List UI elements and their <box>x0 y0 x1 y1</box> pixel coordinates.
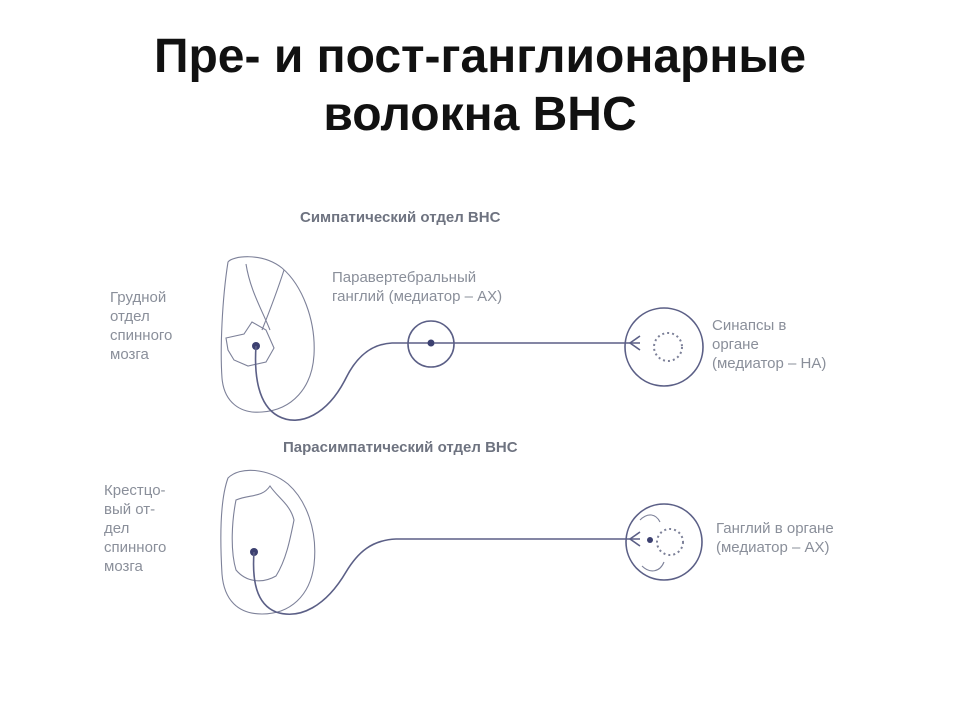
sympathetic-synapse-varicosities <box>653 332 683 362</box>
sympathetic-header: Симпатический отдел ВНС <box>300 209 501 226</box>
paravertebral-ganglion-neuron <box>427 339 435 347</box>
parasympathetic-effector-organ <box>625 503 703 581</box>
title-line-2: волокна ВНС <box>323 88 637 141</box>
paravertebral-ganglion-label: Паравертебральный ганглий (медиатор – АХ… <box>332 269 502 305</box>
sympathetic-organ-label: Синапсы в органе (медиатор – НА) <box>712 317 826 372</box>
sympathetic-cord-label: Грудной отдел спинного мозга <box>110 289 177 363</box>
parasympathetic-header: Парасимпатический отдел ВНС <box>283 439 518 456</box>
parasympathetic-preganglionic-fiber <box>252 538 640 615</box>
intramural-ganglion-outline <box>639 514 665 572</box>
sympathetic-preganglionic-neuron <box>252 342 260 350</box>
sympathetic-preganglionic-fiber <box>254 342 430 421</box>
sacral-spinal-cord <box>220 469 316 615</box>
sympathetic-fiber-arrow <box>628 335 641 351</box>
slide-title: Пре- и пост-ганглионарные волокна ВНС <box>0 28 960 144</box>
thoracic-spinal-cord <box>220 256 315 413</box>
paravertebral-ganglion <box>407 320 455 368</box>
title-line-1: Пре- и пост-ганглионарные <box>153 30 807 83</box>
parasympathetic-organ-label: Ганглий в органе (медиатор – АХ) <box>716 520 838 556</box>
parasympathetic-cord-label: Крестцо- вый от- дел спинного мозга <box>104 482 171 575</box>
parasympathetic-section: Парасимпатический отдел ВНС Крестцо- вый… <box>104 439 838 615</box>
parasympathetic-fiber-arrow <box>628 531 641 547</box>
intramural-ganglion-neuron <box>647 537 653 543</box>
sympathetic-section: Симпатический отдел ВНС Грудной отдел сп… <box>110 209 826 421</box>
intramural-ganglion-synapses <box>656 528 684 556</box>
sympathetic-effector-organ <box>624 307 704 387</box>
